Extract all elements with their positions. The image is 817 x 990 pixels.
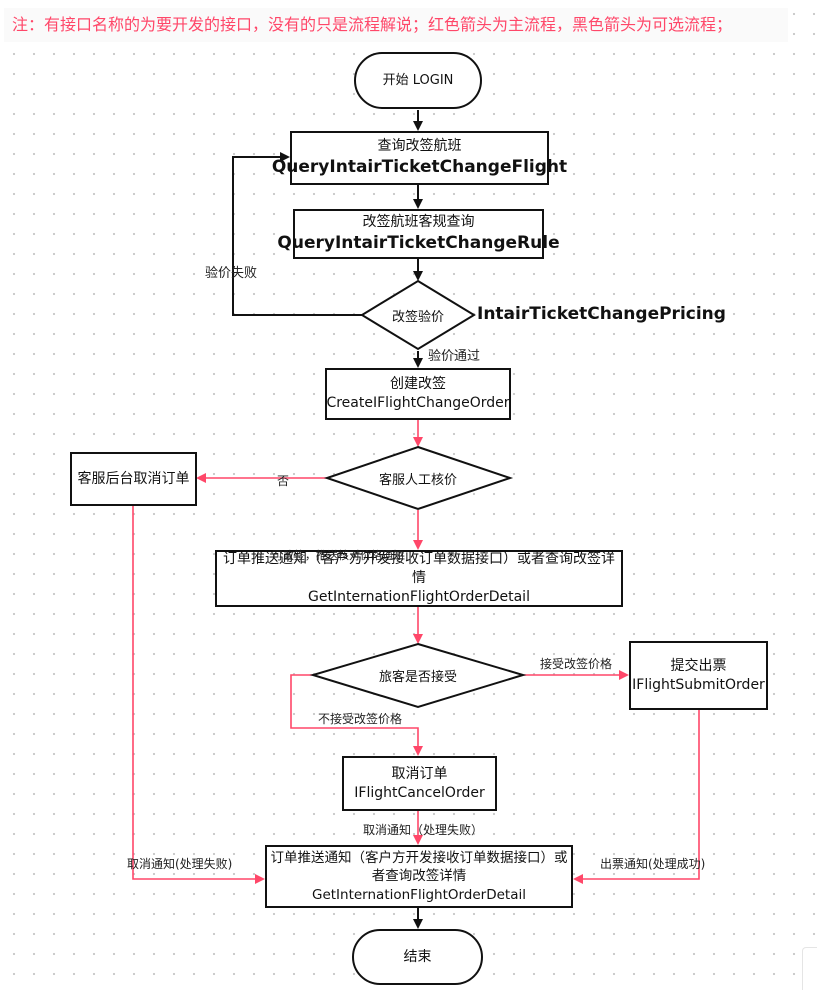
label-accept-price: 接受改签价格 xyxy=(540,657,613,671)
end-label: 结束 xyxy=(403,948,432,965)
push-notify-1-title: 订单推送通知（客户方开发接收订单数据接口）或者查询改签详情 xyxy=(223,551,615,587)
label-approved: 可改签，推送核对价格通知 xyxy=(272,549,404,562)
label-ticket-notify-ok: 出票通知(处理成功) xyxy=(600,857,706,871)
start-label: 开始 LOGIN xyxy=(382,72,454,88)
create-order-node: 创建改签 CreateIFlightChangeOrder xyxy=(325,368,511,420)
push-notify-2-line2: 者查询改签详情GetInternationFlightOrderDetail xyxy=(311,868,527,903)
legend-note: 注：有接口名称的为要开发的接口，没有的只是流程解说；红色箭头为主流程，黑色箭头为… xyxy=(4,8,788,42)
label-pricing-pass: 验价通过 xyxy=(428,349,481,364)
label-cancel-notify-fail-left: 取消通知(处理失败) xyxy=(127,857,233,871)
cancel-order-api: IFlightCancelOrder xyxy=(354,784,485,801)
end-node: 结束 xyxy=(352,929,483,985)
create-order-title: 创建改签 xyxy=(390,376,446,393)
edge-accept-no xyxy=(290,674,423,756)
cancel-backend-node: 客服后台取消订单 xyxy=(70,452,197,506)
pricing-api: IntairTicketChangePricing xyxy=(477,304,726,324)
label-reject-price: 不接受改签价格 xyxy=(318,712,403,726)
passenger-accept-diamond xyxy=(309,642,527,709)
query-rule-node: 改签航班客规查询 QueryIntairTicketChangeRule xyxy=(277,209,560,259)
query-flight-node: 查询改签航班 QueryIntairTicketChangeFlight xyxy=(272,131,567,185)
edge-pricing-fail-loop xyxy=(232,152,362,316)
manual-check-diamond xyxy=(323,445,514,511)
push-notify-1-node: 订单推送通知（客户方开发接收订单数据接口）或者查询改签详情 GetInterna… xyxy=(215,550,623,607)
cancel-order-title: 取消订单 xyxy=(391,765,448,782)
scroll-corner xyxy=(802,947,817,990)
query-rule-api: QueryIntairTicketChangeRule xyxy=(277,232,560,253)
pricing-title: 改签验价 xyxy=(391,310,444,325)
query-flight-title: 查询改签航班 xyxy=(377,138,462,155)
push-notify-2-node: 订单推送通知（客户方开发接收订单数据接口）或 者查询改签详情GetInterna… xyxy=(265,845,573,908)
start-node: 开始 LOGIN xyxy=(354,52,482,109)
edge-submit-notify xyxy=(573,710,700,884)
manual-check-title: 客服人工核价 xyxy=(378,473,457,488)
submit-ticket-title: 提交出票 xyxy=(670,657,727,674)
query-rule-title: 改签航班客规查询 xyxy=(362,214,475,231)
create-order-api: CreateIFlightChangeOrder xyxy=(326,395,510,411)
label-cancel-notify-fail: 取消通知（处理失败） xyxy=(363,823,484,837)
query-flight-api: QueryIntairTicketChangeFlight xyxy=(271,156,568,177)
edge-backend-cancel-notify xyxy=(132,506,265,884)
pricing-diamond xyxy=(360,279,476,351)
submit-ticket-api: IFlightSubmitOrder xyxy=(632,676,765,693)
label-reject: 否 xyxy=(277,474,290,488)
submit-ticket-node: 提交出票 IFlightSubmitOrder xyxy=(629,641,768,710)
label-pricing-fail: 验价失败 xyxy=(205,266,258,281)
push-notify-1-api: GetInternationFlightOrderDetail xyxy=(308,588,530,605)
cancel-order-node: 取消订单 IFlightCancelOrder xyxy=(342,756,497,811)
push-notify-2-line1: 订单推送通知（客户方开发接收订单数据接口）或 xyxy=(270,850,568,867)
cancel-backend-title: 客服后台取消订单 xyxy=(77,470,190,487)
passenger-accept-title: 旅客是否接受 xyxy=(378,670,457,685)
